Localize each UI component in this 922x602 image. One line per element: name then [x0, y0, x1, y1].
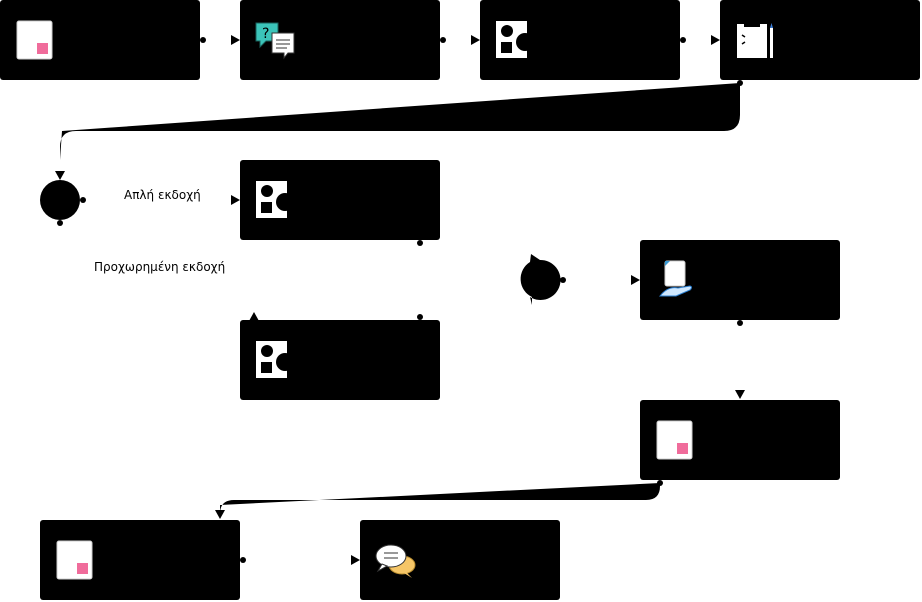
arrowhead: [231, 195, 240, 205]
hand-document-icon: [658, 260, 692, 297]
node-clipboard[interactable]: [720, 0, 920, 80]
start-node[interactable]: [40, 180, 80, 220]
node-chat[interactable]: [360, 520, 560, 600]
arrowhead: [215, 510, 225, 519]
document-icon: [656, 420, 693, 460]
branch-label-advanced: Προχωρημένη εκδοχή: [94, 260, 226, 274]
question-chat-icon: ?: [255, 22, 295, 60]
arrowhead: [471, 35, 480, 45]
node-shapes-1[interactable]: [480, 0, 680, 80]
shapes-icon: [256, 341, 294, 378]
node-question[interactable]: ?: [240, 0, 440, 80]
document-icon: [16, 20, 53, 60]
node-shapes-2[interactable]: [240, 160, 440, 240]
node-hand-document[interactable]: [640, 240, 840, 320]
svg-text:?: ?: [262, 26, 269, 42]
arrowhead: [631, 275, 640, 285]
port-dots: [57, 37, 743, 563]
document-icon: [56, 540, 93, 580]
node-form-2[interactable]: [640, 400, 840, 480]
arrowhead: [249, 312, 259, 321]
shapes-icon: [256, 181, 294, 218]
arrowhead: [711, 35, 720, 45]
clipboard-pencil-icon: [737, 21, 773, 58]
merge-node[interactable]: [520, 254, 561, 305]
branch-label-simple: Απλή εκδοχή: [124, 188, 201, 202]
node-shapes-3[interactable]: [240, 320, 440, 400]
node-form-1[interactable]: [0, 0, 200, 80]
connector-n9-to-n10: [220, 483, 660, 520]
chat-bubbles-icon: [375, 544, 416, 578]
arrowhead: [351, 555, 360, 565]
arrowhead: [231, 35, 240, 45]
connector-n4-to-start: [60, 83, 740, 178]
arrowhead: [55, 171, 65, 180]
shapes-icon: [496, 21, 534, 58]
node-form-3[interactable]: [40, 520, 240, 600]
arrowhead: [735, 390, 745, 399]
